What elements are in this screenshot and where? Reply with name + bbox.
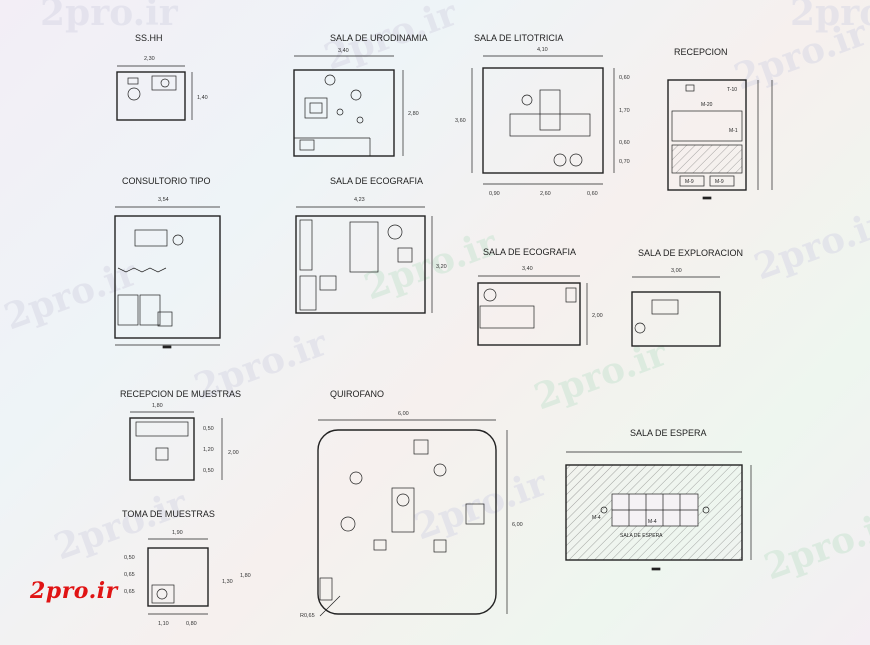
- room-ecografia-2: SALA DE ECOGRAFIA 3,40 2,00: [477, 247, 603, 346]
- furniture-tag: M-20: [701, 102, 713, 108]
- watermark-logo[interactable]: 2pro.ir: [30, 578, 118, 604]
- room-espera: SALA DE ESPERA M-4 M-4 SALA DE ESPERA: [565, 428, 752, 571]
- room-toma-muestras: TOMA DE MUESTRAS 1,90 0,50 0,65 0,65 1,3…: [122, 509, 251, 627]
- furniture-tag: M-1: [729, 128, 738, 134]
- watermark-text: 2pro.ir: [749, 202, 870, 289]
- dimension-label: 0,50: [203, 468, 214, 474]
- dimension-label: 6,00: [398, 411, 409, 417]
- watermark-text: 2pro.ir: [409, 462, 554, 549]
- room-title: SALA DE LITOTRICIA: [474, 33, 563, 43]
- room-title: SALA DE ESPERA: [630, 428, 707, 438]
- dimension-label: 1,30: [222, 579, 233, 585]
- room-title: QUIROFANO: [330, 389, 384, 399]
- dimension-label: 1,70: [619, 108, 630, 114]
- dimension-label: 2,00: [592, 313, 603, 319]
- dimension-label: 1,90: [172, 530, 183, 536]
- dimension-label: 3,40: [522, 266, 533, 272]
- dimension-label: 3,20: [436, 264, 447, 270]
- dimension-label: 1,40: [197, 95, 208, 101]
- dimension-label: 1,80: [240, 573, 251, 579]
- dimension-label: 3,40: [338, 48, 349, 54]
- dimension-label: 0,65: [124, 589, 135, 595]
- room-sshh: SS.HH 2,30 1,40: [116, 33, 208, 121]
- room-urodinamia: SALA DE URODINAMIA 3,40 2,80: [293, 33, 428, 157]
- dimension-label: 4,23: [354, 197, 365, 203]
- furniture-tag: M-4: [648, 519, 657, 525]
- room-title: SS.HH: [135, 33, 163, 43]
- room-title: SALA DE ECOGRAFIA: [483, 247, 576, 257]
- furniture-tag: M-4: [592, 515, 601, 521]
- watermark-text: 2pro.ir: [49, 482, 194, 569]
- dimension-label: 0,50: [203, 426, 214, 432]
- area-label: SALA DE ESPERA: [620, 533, 663, 539]
- room-title: SALA DE ECOGRAFIA: [330, 176, 423, 186]
- dimension-label: 0,70: [619, 159, 630, 165]
- dimension-label: 3,60: [455, 118, 466, 124]
- room-exploracion: SALA DE EXPLORACION 3,00: [631, 248, 743, 347]
- dimension-label: 6,00: [512, 522, 523, 528]
- room-recepcion: RECEPCION M-9 M-9 M-1 M-20 T-10: [667, 47, 773, 200]
- watermark-text: 2pro.ir: [40, 0, 179, 34]
- dimension-label: R0,65: [300, 613, 315, 619]
- dimension-label: 2,80: [408, 111, 419, 117]
- room-title: RECEPCION DE MUESTRAS: [120, 389, 241, 399]
- furniture-tag: M-9: [715, 179, 724, 185]
- watermark-text: 2pro.ir: [359, 222, 504, 309]
- room-title: SALA DE EXPLORACION: [638, 248, 743, 258]
- room-title: RECEPCION: [674, 47, 728, 57]
- room-litotricia: SALA DE LITOTRICIA 4,10 3,60 0,60 1,70 0…: [455, 33, 630, 197]
- dimension-label: 2,30: [144, 56, 155, 62]
- furniture-tag: T-10: [727, 87, 737, 93]
- room-title: TOMA DE MUESTRAS: [122, 509, 215, 519]
- room-ecografia-1: SALA DE ECOGRAFIA 4,23 3,20: [295, 176, 447, 314]
- watermark-text: 2pro.ir: [790, 0, 870, 34]
- watermark-text: 2pro.ir: [759, 502, 870, 589]
- room-quirofano: QUIROFANO 6,00 6,00 R0,65: [300, 389, 523, 619]
- dimension-label: 1,80: [152, 403, 163, 409]
- dimension-label: 0,90: [489, 191, 500, 197]
- dimension-label: 0,60: [619, 140, 630, 146]
- dimension-label: 0,80: [186, 621, 197, 627]
- furniture-tag: M-9: [685, 179, 694, 185]
- dimension-label: 1,20: [203, 447, 214, 453]
- dimension-label: 1,10: [158, 621, 169, 627]
- dimension-label: 2,60: [540, 191, 551, 197]
- room-consultorio: CONSULTORIO TIPO 3,54: [114, 176, 221, 349]
- dimension-label: 0,50: [124, 555, 135, 561]
- dimension-label: 0,60: [619, 75, 630, 81]
- dimension-label: 3,00: [671, 268, 682, 274]
- dimension-label: 0,60: [587, 191, 598, 197]
- room-title: SALA DE URODINAMIA: [330, 33, 428, 43]
- dimension-label: 2,00: [228, 450, 239, 456]
- dimension-label: 0,65: [124, 572, 135, 578]
- room-title: CONSULTORIO TIPO: [122, 176, 211, 186]
- dimension-label: 3,54: [158, 197, 169, 203]
- dimension-label: 4,10: [537, 47, 548, 53]
- room-recepcion-muestras: RECEPCION DE MUESTRAS 1,80 0,50 1,20 0,5…: [120, 389, 241, 481]
